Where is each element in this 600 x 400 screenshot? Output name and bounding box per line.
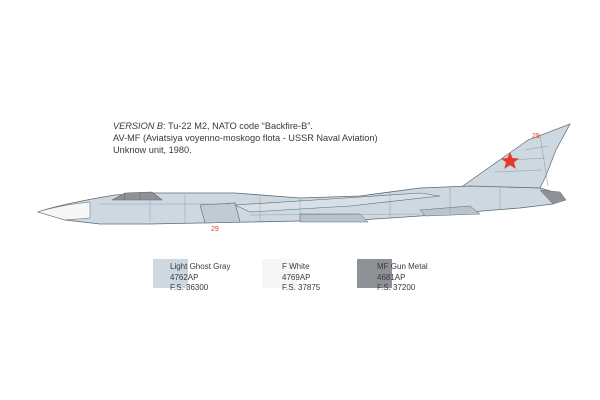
swatch-name: F White (282, 262, 310, 271)
nose-number: 29 (211, 226, 219, 233)
red-star-insignia (501, 152, 519, 169)
wing (234, 192, 441, 213)
swatch-name: MF Gun Metal (377, 262, 428, 271)
swatch-name: Light Ghost Gray (170, 262, 231, 271)
panel-lines (100, 187, 501, 223)
tail-fin (458, 123, 571, 189)
swatch-f-white (262, 259, 297, 288)
underside-fairing (299, 213, 369, 223)
radome (37, 201, 91, 221)
caption-line-1: VERSION B: Tu-22 M2, NATO code “Backfire… (113, 120, 378, 132)
tail-panel-lines (494, 134, 549, 187)
swatch-code: 4681AP (377, 272, 406, 282)
caption-line-3: Unknow unit, 1980. (113, 145, 192, 155)
swatch-label-3: MF Gun Metal 4681AP F.S. 37200 (377, 262, 428, 294)
swatch-label-2: F White 4769AP F.S. 37875 (282, 262, 320, 294)
swatch-mf-gun-metal (357, 259, 392, 288)
color-chip (153, 259, 188, 288)
exhaust (539, 189, 567, 205)
engine-nacelle (199, 202, 241, 224)
caption-line-2: AV-MF (Aviatsiya voyenno-moskogo flota -… (113, 133, 378, 143)
swatch-fs: F.S. 36300 (170, 283, 209, 292)
swatch-fs: F.S. 37875 (282, 283, 321, 292)
swatch-label-1: Light Ghost Gray 4762AP F.S. 36300 (170, 262, 230, 294)
swatch-code: 4762AP (170, 272, 199, 282)
version-label: VERSION B (113, 121, 164, 131)
version-description: : Tu-22 M2, NATO code “Backfire-B”. (163, 121, 313, 131)
version-caption: VERSION B: Tu-22 M2, NATO code “Backfire… (113, 120, 378, 156)
swatch-fs: F.S. 37200 (377, 283, 416, 292)
canopy-frame (123, 192, 141, 201)
tail-number: 29 (532, 133, 540, 140)
swatch-code: 4769AP (282, 272, 311, 282)
